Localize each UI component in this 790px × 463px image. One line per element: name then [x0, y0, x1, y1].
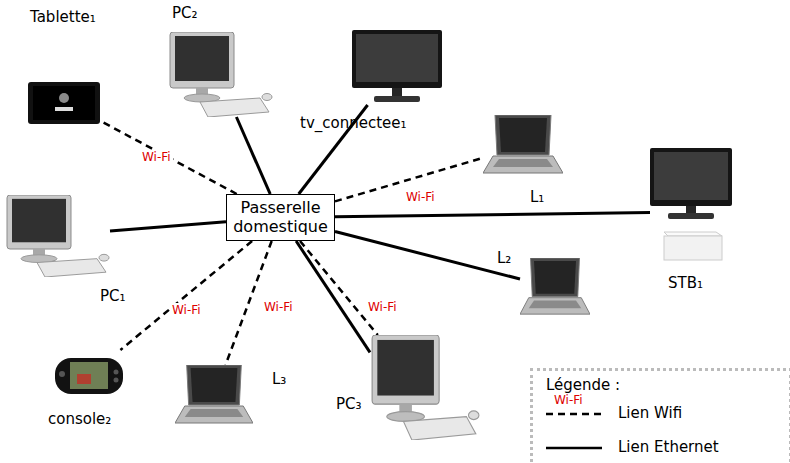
laptop-keys [493, 159, 553, 167]
wifi-link [100, 121, 237, 194]
laptop-screen [534, 261, 576, 294]
tv-frame [352, 30, 442, 88]
laptop-icon [520, 258, 590, 318]
mouse [99, 254, 109, 261]
monitor-bezel [372, 335, 439, 404]
keyboard [404, 417, 476, 440]
ethernet-sample-line [546, 447, 602, 450]
console-icon [55, 350, 123, 402]
tv-stand [392, 88, 402, 96]
device-label: L₁ [530, 188, 544, 206]
device-label: console₂ [48, 410, 111, 428]
tablet-logo-bar [55, 107, 73, 111]
device-label: PC₁ [100, 287, 126, 305]
tv-screen [356, 34, 438, 82]
tablet-icon [28, 82, 100, 124]
laptop-keys [185, 409, 244, 417]
console-button [59, 371, 65, 377]
console-screen-detail [77, 374, 91, 384]
device-label: L₂ [497, 249, 511, 267]
ethernet-link [335, 232, 520, 280]
device-label: Tablette₁ [30, 8, 96, 26]
device-label: STB₁ [668, 274, 703, 292]
device-node: L₁ [483, 115, 563, 177]
tv-icon [352, 30, 442, 105]
laptop-screen [191, 368, 238, 402]
ethernet-link [110, 222, 226, 231]
stb-icon [650, 148, 732, 263]
wifi-link [120, 241, 252, 350]
legend-title: Légende : [546, 376, 620, 394]
stb-top [664, 232, 722, 236]
device-node: tv_connectee₁ [352, 30, 442, 105]
monitor-screen [175, 36, 229, 81]
gateway-box: Passerelle domestique [226, 194, 335, 241]
laptop-lid [531, 258, 580, 297]
tablet-screen [33, 86, 95, 120]
tv-base [668, 213, 714, 219]
tv-frame [650, 148, 732, 206]
laptop-icon [175, 365, 253, 427]
monitor-icon [5, 195, 110, 277]
monitor-bezel [170, 32, 234, 88]
monitor-screen [377, 340, 434, 396]
laptop-lid [495, 115, 551, 155]
ethernet-link [296, 241, 370, 352]
device-node: L₃ [175, 365, 253, 427]
device-node: L₂ [520, 258, 590, 318]
device-node: PC₂ [168, 32, 273, 117]
device-label: PC₂ [172, 4, 198, 22]
link-label: Wi-Fi [170, 303, 203, 317]
wifi-link [300, 241, 378, 335]
console-button [114, 370, 119, 375]
laptop-lid [187, 365, 242, 405]
console-body [55, 358, 123, 394]
keyboard [200, 98, 269, 117]
gateway-text: Passerelle domestique [233, 198, 328, 236]
monitor-bezel [7, 195, 71, 249]
link-label: Wi-Fi [366, 300, 399, 314]
device-label: tv_connectee₁ [300, 114, 407, 132]
tv-base [374, 96, 420, 102]
console-button [114, 378, 119, 383]
device-node: console₂ [55, 350, 123, 402]
tablet-logo [59, 93, 69, 103]
laptop-base [520, 298, 590, 314]
mouse [468, 411, 478, 420]
link-label: Wi-Fi [262, 300, 295, 314]
tablet-body [28, 82, 100, 124]
legend-sample-label: Wi-Fi [552, 393, 585, 407]
link-label: Wi-Fi [404, 190, 437, 204]
legend-entry: Lien Wifi [618, 404, 682, 422]
ethernet-link [335, 213, 650, 217]
link-label: Wi-Fi [140, 150, 173, 164]
device-node: PC₃ [370, 335, 480, 440]
device-node: Tablette₁ [28, 82, 100, 124]
laptop-base [483, 156, 563, 173]
monitor-screen [12, 199, 66, 242]
legend-entry: Lien Ethernet [618, 438, 719, 456]
mouse [262, 94, 272, 101]
laptop-screen [499, 118, 547, 152]
stb-box [664, 236, 722, 260]
monitor-icon [370, 335, 480, 440]
laptop-base [175, 406, 253, 423]
laptop-keys [529, 301, 582, 309]
laptop-icon [483, 115, 563, 177]
console-screen [70, 362, 108, 389]
tv-stand [686, 206, 696, 213]
ethernet-link [236, 117, 270, 194]
device-label: L₃ [272, 370, 286, 388]
wifi-sample-line [546, 413, 602, 416]
device-node: STB₁ [650, 148, 732, 263]
monitor-icon [168, 32, 273, 117]
keyboard [37, 259, 106, 277]
tv-screen [654, 152, 728, 200]
device-label: PC₃ [336, 395, 362, 413]
device-node: PC₁ [5, 195, 110, 277]
